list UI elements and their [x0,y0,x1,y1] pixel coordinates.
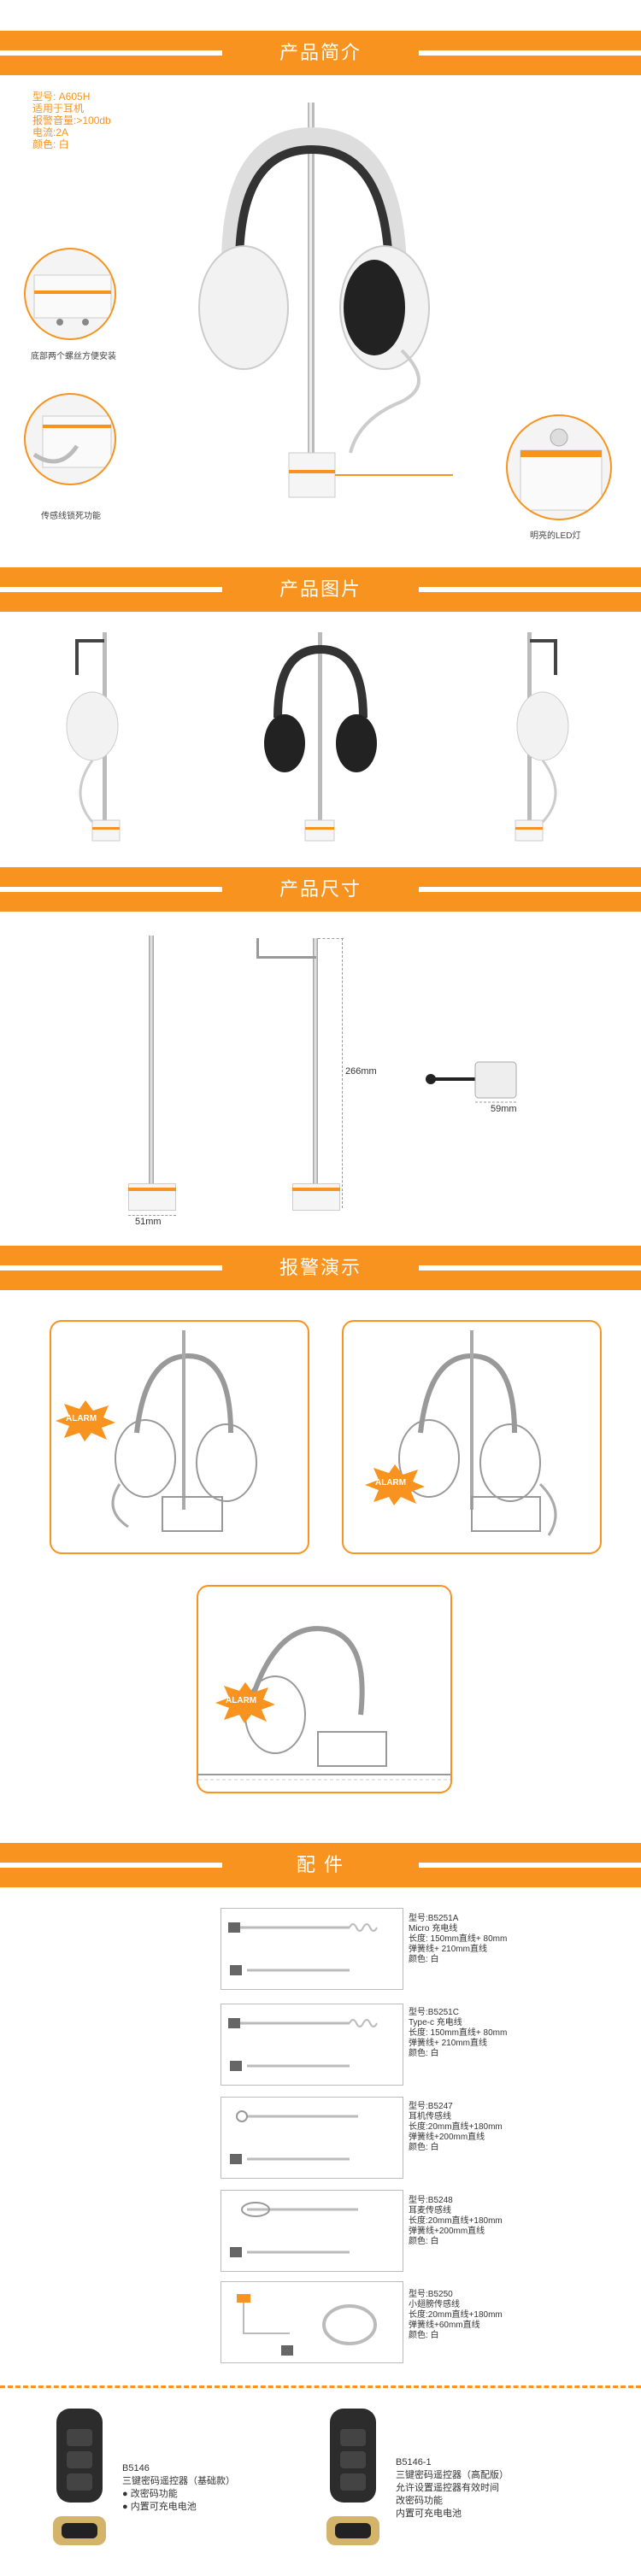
caption-sensor: 传感线锁死功能 [41,512,101,521]
section-header-accessories: 配 件 [0,1843,641,1887]
section-title: 产品尺寸 [279,878,362,900]
section-title: 报警演示 [279,1257,362,1278]
alarm-demo-panel-1: ALARM [50,1320,309,1554]
dim-side-width: 59mm [491,1104,517,1114]
spec-model: 型号: A605H [32,91,91,103]
product-photo-side-left [66,632,121,842]
section-title: 产品简介 [279,42,362,63]
hook-side-view [256,938,316,959]
pole-front-view [149,936,154,1183]
section-header-intro: 产品简介 [0,31,641,75]
remote-b5146-info: B5146 三键密码遥控器（基础款）● 改密码功能● 内置可充电电池 [122,2463,235,2512]
section-header-pictures: 产品图片 [0,567,641,612]
alarm-burst: ALARM [56,1399,115,1441]
section-title: 产品图片 [279,578,362,600]
alarm-demo-panel-3: ALARM [197,1585,452,1793]
caption-bottom-screws: 底部两个螺丝方便安装 [31,352,116,361]
section-header-dimensions: 产品尺寸 [0,867,641,912]
bottom-screws-detail [24,248,116,340]
accessory-image-b5251c [221,2004,403,2086]
dim-height: 266mm [345,1066,377,1077]
spec-current: 电流:2A [32,126,69,138]
accessory-image-b5248 [221,2190,403,2272]
caption-led: 明亮的LED灯 [530,531,581,541]
accessory-image-b5247 [221,2097,403,2179]
remote-b5146-image [53,2409,106,2545]
accessory-image-b5251a [221,1908,403,1990]
remote-model: B5146 [122,2463,150,2473]
alarm-demo-panel-2: ALARM [342,1320,602,1554]
product-photo-side-right [515,632,569,842]
alarm-burst: ALARM [215,1681,275,1723]
remote-model: B5146-1 [396,2457,432,2467]
remote-b5146-1-image [326,2409,379,2545]
alarm-burst: ALARM [365,1463,425,1505]
remote-b5146-1-info: B5146-1 三键密码遥控器（高配版）允许设置遥控器有效时间改密码功能内置可充… [396,2457,509,2519]
accessory-image-b5250 [221,2281,403,2363]
product-photo-front [264,632,377,842]
spec-color: 颜色: 白 [32,138,69,150]
spec-usage: 适用于耳机 [32,103,85,114]
top-view-detail [426,1061,517,1103]
pole-side-view [313,938,318,1183]
section-header-alarm-demo: 报警演示 [0,1246,641,1290]
dim-base-width: 51mm [135,1217,162,1227]
section-title: 配 件 [296,1854,345,1875]
headphone-stand-image [198,103,453,498]
led-detail [506,414,612,520]
divider [0,2385,641,2388]
sensor-lock-detail [24,393,116,485]
spec-list: 型号: A605H 适用于耳机 报警音量:>100db 电流:2A 颜色: 白 [32,91,111,150]
spec-volume: 报警音量:>100db [32,114,111,126]
